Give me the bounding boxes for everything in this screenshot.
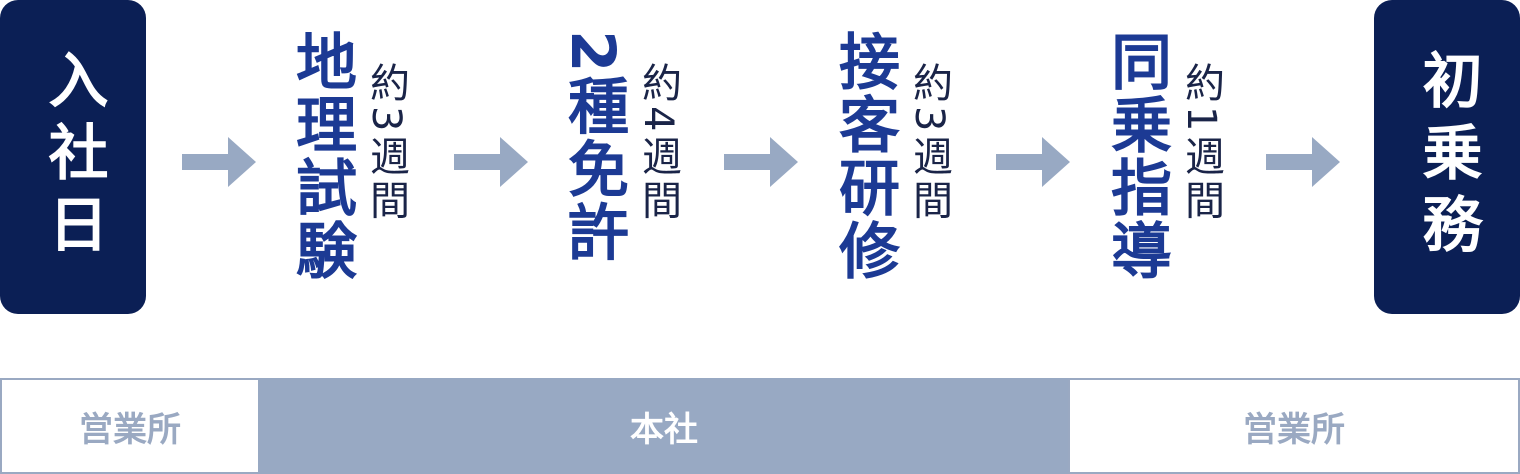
location-band-headquarters: 本社	[258, 378, 1070, 474]
arrow-right-icon	[996, 137, 1070, 187]
end-box: 初乗務	[1374, 0, 1520, 314]
arrow-right-icon	[1266, 137, 1340, 187]
step-name: 接客研修	[828, 30, 899, 282]
step-name: 2種免許	[557, 30, 628, 264]
step-duration: 約3週間	[906, 62, 952, 224]
arrow-right-icon	[724, 137, 798, 187]
arrow-right-icon	[454, 137, 528, 187]
step-duration: 約3週間	[363, 62, 409, 224]
step-name: 地理試験	[285, 30, 356, 282]
start-label: 入社日	[38, 49, 108, 265]
location-label: 営業所	[1243, 409, 1345, 450]
location-label: 営業所	[79, 409, 181, 450]
step-name: 同乗指導	[1100, 30, 1171, 282]
arrow-right-icon	[182, 137, 256, 187]
location-label: 本社	[630, 409, 698, 450]
start-box: 入社日	[0, 0, 146, 314]
location-band-branch: 営業所	[1068, 378, 1520, 474]
step-duration: 約1週間	[1178, 62, 1224, 224]
location-band-branch: 営業所	[0, 378, 260, 474]
step-duration: 約4週間	[635, 62, 681, 224]
end-label: 初乗務	[1412, 49, 1482, 265]
